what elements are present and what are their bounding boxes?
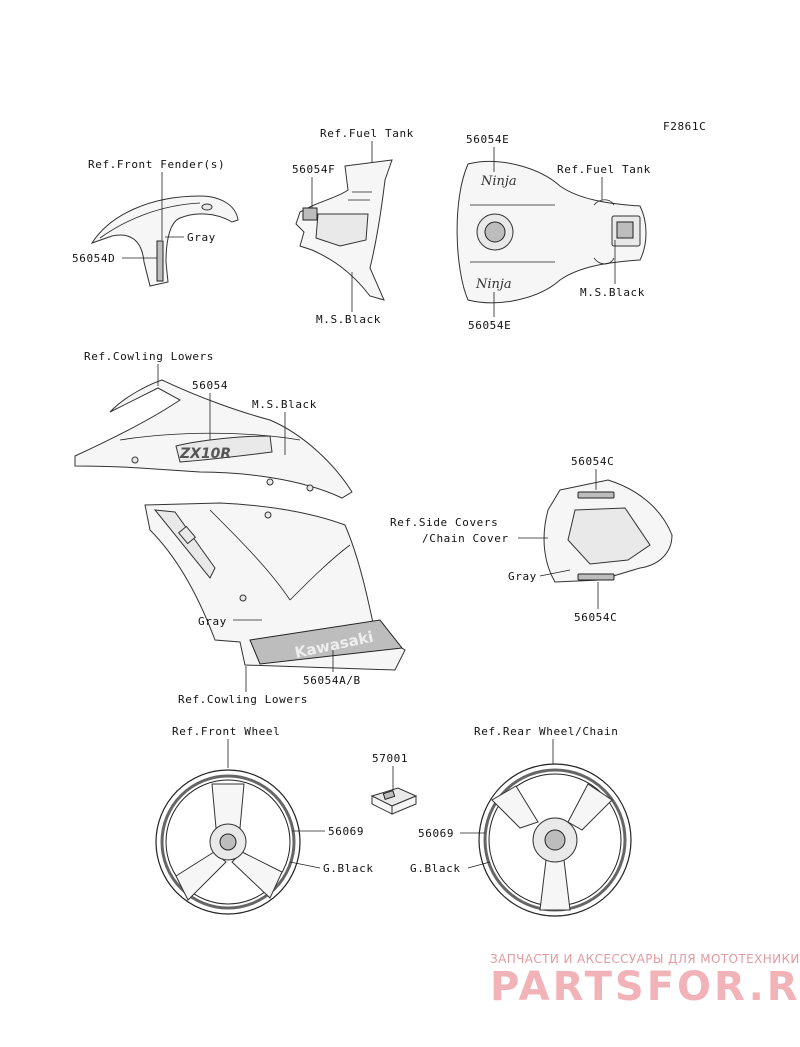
label-ref-cowling-lowers-2: Ref.Cowling Lowers [178,693,308,706]
label-g-black-front: G.Black [323,862,374,875]
label-ms-black-1: M.S.Black [316,313,381,326]
watermark-logo: PARTSFOR.RU [490,964,800,1010]
label-56054e-top: 56054E [466,133,509,146]
label-56054c-bottom: 56054C [574,611,617,624]
label-ref-side-covers: Ref.Side Covers [390,516,498,529]
fuel-tank-front-part [295,159,393,301]
decal-zx10r: ZX10R [179,446,231,462]
lower-cowl-part: Kawasaki [144,502,406,671]
label-ref-fuel-tank-1: Ref.Fuel Tank [320,127,414,140]
label-ref-front-wheel: Ref.Front Wheel [172,725,280,738]
label-56054e-bottom: 56054E [468,319,511,332]
label-56054f: 56054F [292,163,335,176]
label-ref-fuel-tank-2: Ref.Fuel Tank [557,163,651,176]
front-wheel-part [155,769,301,915]
watermark-tagline: ЗАПЧАСТИ И АКСЕССУАРЫ ДЛЯ МОТОТЕХНИКИ [490,952,800,966]
label-56054d: 56054D [72,252,115,265]
figure-code: F2861C [663,120,706,133]
label-56054c-top: 56054C [571,455,614,468]
upper-cowl-part: ZX10R [74,379,353,499]
label-chain-cover: /Chain Cover [422,532,509,545]
label-ms-black-3: M.S.Black [252,398,317,411]
label-56069-rear: 56069 [418,827,454,840]
label-ms-black-2: M.S.Black [580,286,645,299]
label-ref-front-fender: Ref.Front Fender(s) [88,158,225,171]
side-covers-part [543,479,673,583]
label-ref-rear-wheel: Ref.Rear Wheel/Chain [474,725,618,738]
side-cover-decal-56054c-bottom [577,573,615,581]
label-56054: 56054 [192,379,228,392]
label-gray-cowl: Gray [198,615,227,628]
label-gray-fender: Gray [187,231,216,244]
decal-ninja-bottom: Ninja [475,277,512,292]
front-fender-part [90,195,239,287]
tank-decal-56054f [302,207,318,221]
label-ref-cowling-lowers-1: Ref.Cowling Lowers [84,350,214,363]
label-g-black-rear: G.Black [410,862,461,875]
fuel-tank-top-part: Ninja Ninja [456,161,647,304]
decal-ninja-top: Ninja [480,174,517,189]
label-56069-front: 56069 [328,825,364,838]
fender-decal-56054d [156,240,164,282]
rear-wheel-part [478,763,632,917]
side-cover-decal-56054c-top [577,491,615,499]
clip-57001-part [370,787,418,815]
label-57001: 57001 [372,752,408,765]
label-gray-side: Gray [508,570,537,583]
label-56054ab: 56054A/B [303,674,361,687]
